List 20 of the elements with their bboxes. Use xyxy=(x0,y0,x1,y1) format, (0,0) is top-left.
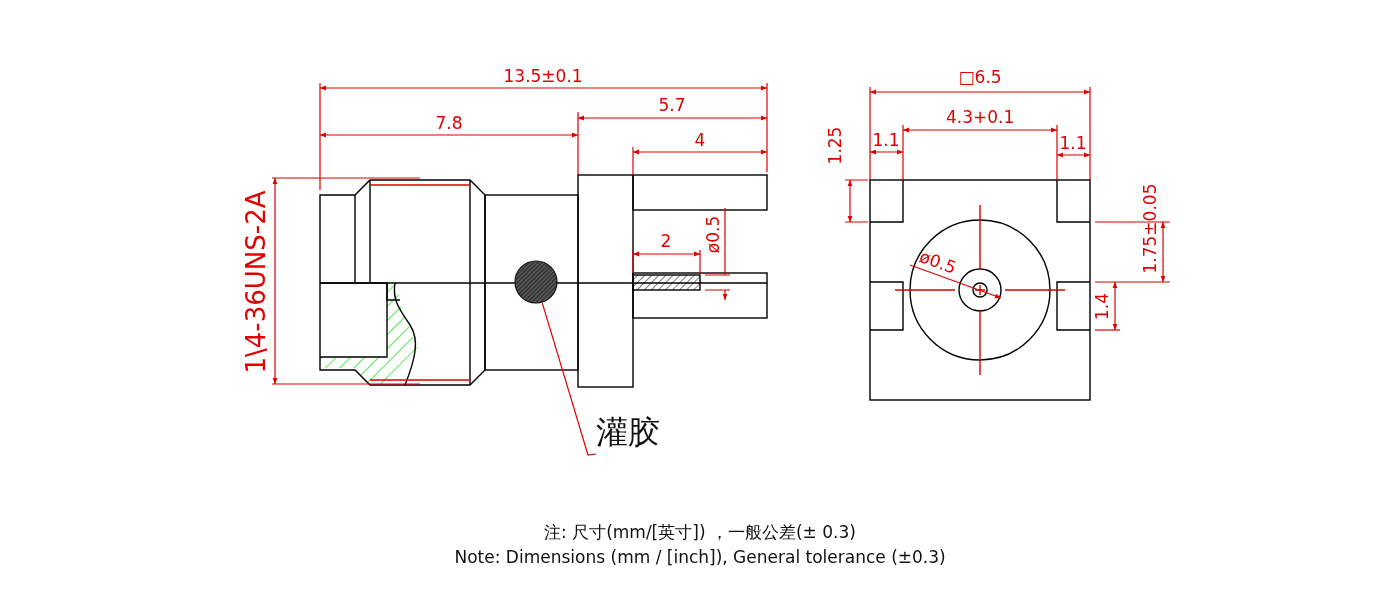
note-text: 注: 尺寸(mm/[英寸]) ，一般公差(± 0.3) xyxy=(544,523,856,541)
dimension-text: 1.4 xyxy=(1093,292,1111,320)
dimension-text: 1.1 xyxy=(872,131,900,149)
dimension-text: 4 xyxy=(694,131,706,149)
callout-text: 灌胶 xyxy=(596,410,662,454)
note-text: Note: Dimensions (mm / [inch]), General tolerance (±0.3) xyxy=(454,548,946,566)
dimension-text: 1.1 xyxy=(1059,134,1087,152)
dimension-text: ø0.5 xyxy=(916,247,958,277)
dimension-text: □6.5 xyxy=(958,68,1002,86)
dimension-text: 1.75±0.05 xyxy=(1142,183,1160,273)
dimension-text: 4.3+0.1 xyxy=(946,108,1015,126)
dimension-text: ø0.5 xyxy=(704,215,722,253)
dimension-text: 2 xyxy=(660,232,672,250)
dimension-text: 1.25 xyxy=(827,126,845,164)
potting-dot xyxy=(514,260,558,304)
thread-spec-text: 1\4-36UNS-2A xyxy=(242,190,268,374)
dimension-text: 7.8 xyxy=(435,114,463,132)
leader-line xyxy=(541,302,597,456)
dimension-text: 5.7 xyxy=(658,96,686,114)
dimension-text: 13.5±0.1 xyxy=(503,67,583,85)
